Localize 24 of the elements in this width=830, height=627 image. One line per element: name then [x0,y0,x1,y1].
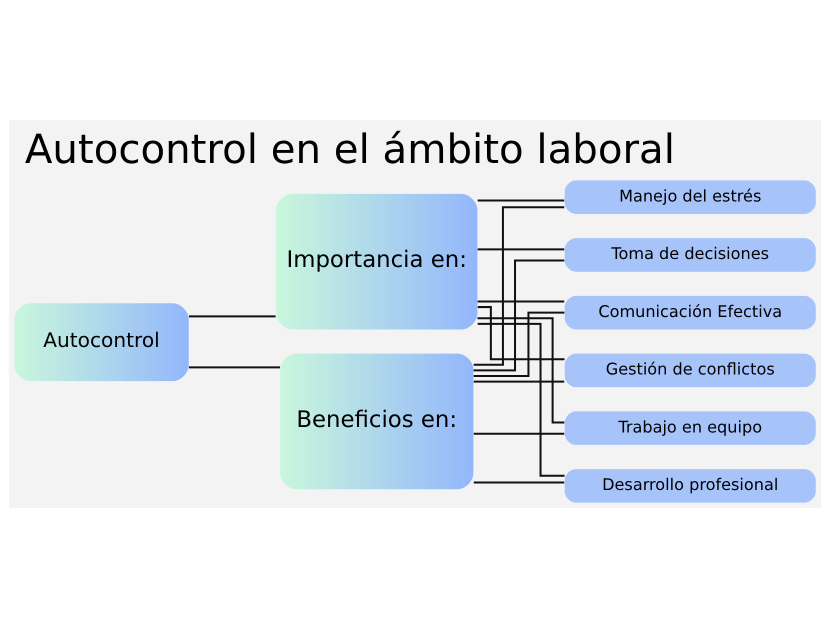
connector [188,314,276,317]
connector [478,316,564,424]
node-box: Comunicación Efectiva [564,295,816,329]
node-box: Trabajo en equipo [564,410,816,444]
connector [478,306,565,360]
node-box: Desarrollo profesional [564,468,816,502]
node-box: Beneficios en: [280,353,474,489]
connector [474,206,564,366]
node-box: Importancia en: [276,193,478,329]
connector [474,432,564,434]
node-box: Manejo del estrés [564,180,816,214]
connector [474,311,564,376]
node-box: Toma de decisiones [564,238,816,272]
connector [478,199,564,202]
connector [478,300,564,302]
node-box: Gestión de conflictos [564,353,816,387]
connector [474,380,564,382]
connector [478,248,564,250]
connector [478,322,565,476]
connector [474,259,564,371]
connector [188,366,280,368]
node-box: Autocontrol [14,302,189,381]
diagram-title: Autocontrol en el ámbito laboral [24,126,675,172]
connector [474,480,564,483]
